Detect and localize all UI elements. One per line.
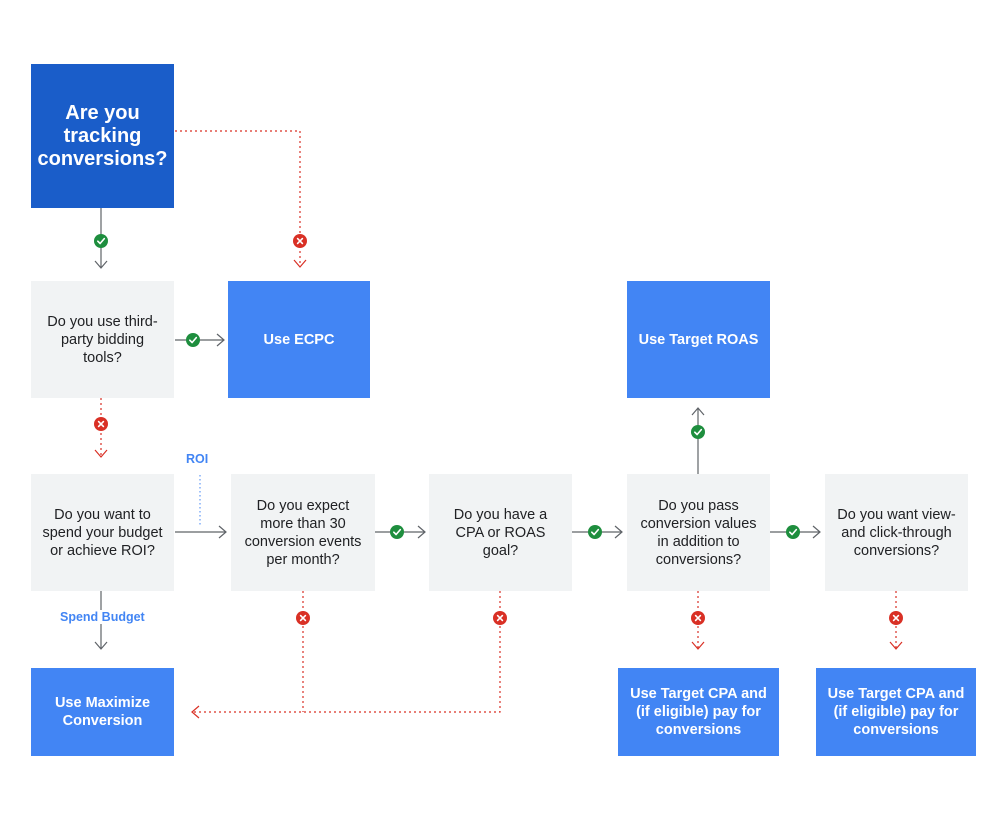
question-third-party-tools: Do you use third-party bidding tools? [31,281,174,398]
answer-use-target-roas: Use Target ROAS [627,281,770,398]
question-conversion-values: Do you pass conversion values in additio… [627,474,770,591]
question-spend-or-roi: Do you want to spend your budget or achi… [31,474,174,591]
start-node-text: Are you tracking conversions? [37,101,168,170]
edge-label-spend-budget: Spend Budget [60,610,145,624]
x-icon [295,610,311,626]
edge-thirdparty-yes [175,332,225,348]
check-icon [185,332,201,348]
edge-values-yes-right [770,524,821,540]
question-cpa-roas-goal: Do you have a CPA or ROAS goal? [429,474,572,591]
question-third-party-tools-text: Do you use third-party bidding tools? [47,313,158,366]
answer-use-target-cpa-1-text: Use Target CPA and (if eligible) pay for… [630,686,767,738]
answer-use-ecpc-text: Use ECPC [263,331,335,348]
answer-use-maximize-conversion: Use Maximize Conversion [31,668,174,756]
edge-roi [175,475,227,539]
edge-values-yes [690,407,706,474]
question-30-conversions-text: Do you expect more than 30 conversion ev… [244,497,362,568]
edge-goal-yes [572,524,623,540]
x-icon [888,610,904,626]
edge-30conv-yes [375,524,426,540]
x-icon [690,610,706,626]
edge-start-yes [93,208,109,269]
question-view-click-through: Do you want view- and click-through conv… [825,474,968,591]
x-icon [93,416,109,432]
answer-use-maximize-conversion-text: Use Maximize Conversion [54,695,151,729]
check-icon [690,424,706,440]
edge-to-maximize-no [191,591,508,719]
edge-thirdparty-no [93,398,109,458]
answer-use-target-cpa-2-text: Use Target CPA and (if eligible) pay for… [827,686,965,738]
answer-use-target-cpa-2: Use Target CPA and (if eligible) pay for… [816,668,976,756]
check-icon [785,524,801,540]
answer-use-ecpc: Use ECPC [228,281,370,398]
edge-start-no [175,130,308,268]
question-spend-or-roi-text: Do you want to spend your budget or achi… [42,506,163,559]
check-icon [587,524,603,540]
x-icon [292,233,308,249]
question-cpa-roas-goal-text: Do you have a CPA or ROAS goal? [453,506,548,559]
question-view-click-through-text: Do you want view- and click-through conv… [837,506,956,559]
edge-values-no [690,591,706,650]
answer-use-target-cpa-1: Use Target CPA and (if eligible) pay for… [618,668,779,756]
check-icon [93,233,109,249]
question-30-conversions: Do you expect more than 30 conversion ev… [231,474,375,591]
check-icon [389,524,405,540]
question-conversion-values-text: Do you pass conversion values in additio… [640,497,757,568]
edge-label-roi: ROI [186,452,209,466]
answer-use-target-roas-text: Use Target ROAS [638,331,759,348]
x-icon [492,610,508,626]
edge-viewclick-no [888,591,904,650]
start-node: Are you tracking conversions? [31,64,174,208]
